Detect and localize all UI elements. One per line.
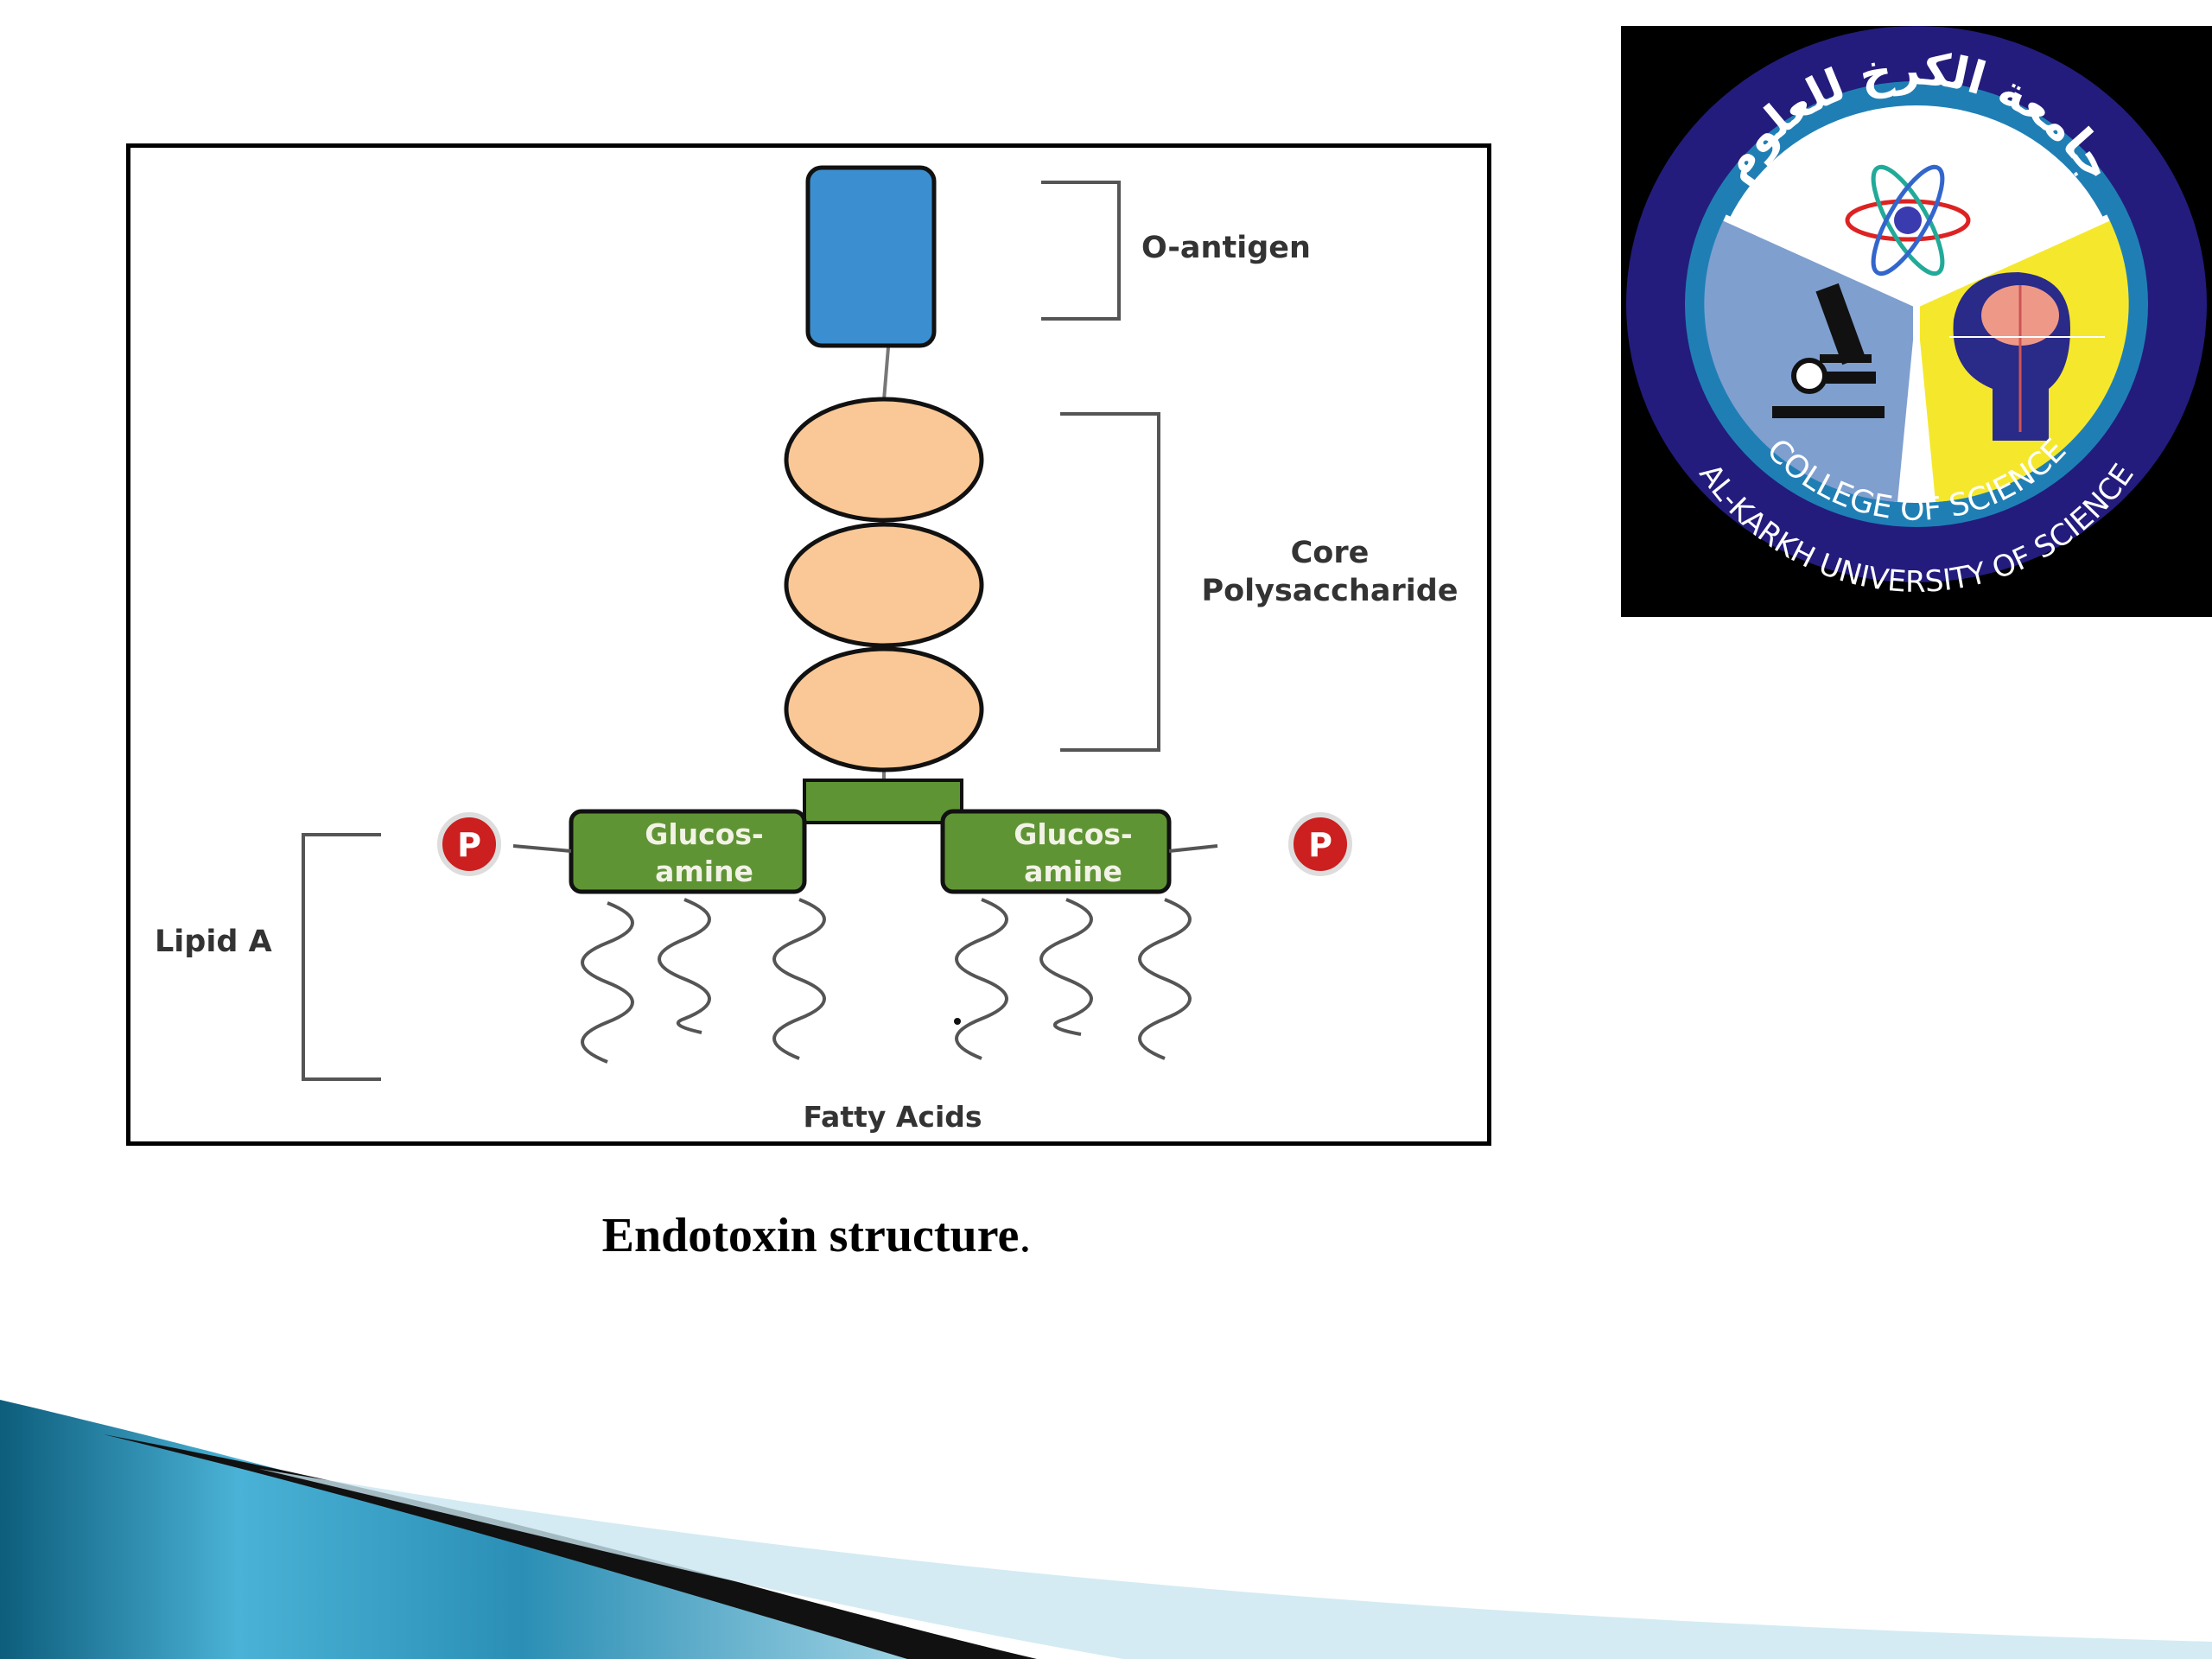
- glucosamine-left-label-line1: Glucos-: [645, 817, 763, 851]
- phosphate-left-bond: [512, 844, 572, 853]
- fatty-acid-chain-4: [955, 898, 1008, 1060]
- glucosamine-left: [569, 809, 807, 894]
- bottom-decorative-swoosh: [0, 1400, 2212, 1659]
- fatty-acid-chain-1: [581, 901, 634, 1064]
- o-antigen-bracket: [1041, 181, 1121, 321]
- phosphate-right: [1288, 812, 1352, 876]
- core-bracket: [1060, 412, 1160, 752]
- o-antigen-block: [805, 165, 937, 348]
- glucosamine-linker: [803, 779, 963, 824]
- phosphate-left-label: P: [457, 826, 481, 864]
- diagram-frame: O-antigen Core Polysaccharide Glucos- am…: [126, 143, 1491, 1146]
- microscope-icon: [1772, 283, 1885, 418]
- o-antigen-label: O-antigen: [1141, 231, 1311, 265]
- glucosamine-right-label-line2: amine: [1024, 855, 1122, 888]
- phosphate-right-label: P: [1308, 826, 1332, 864]
- college-seal: جامعة الكرخ للعلوم كلية العلوم COLLEGE O…: [1626, 26, 2207, 600]
- glucosamine-right: [940, 809, 1172, 894]
- endotoxin-diagram: O-antigen Core Polysaccharide Glucos- am…: [155, 165, 1459, 1134]
- dot-mark: [954, 1018, 961, 1025]
- caption-title: Endotoxin structure: [601, 1209, 1020, 1262]
- core-sugar-1: [784, 397, 984, 523]
- fatty-acid-chain-5: [1039, 898, 1093, 1036]
- fatty-acid-chain-3: [772, 898, 826, 1060]
- lipid-a-bracket: [302, 833, 381, 1081]
- fatty-acid-chain-2: [658, 898, 711, 1034]
- college-logo: جامعة الكرخ للعلوم كلية العلوم COLLEGE O…: [1621, 26, 2212, 617]
- glucosamine-right-label-line1: Glucos-: [1014, 817, 1132, 851]
- phosphate-left: [437, 812, 501, 876]
- lipid-a-label: Lipid A: [155, 925, 272, 959]
- figure-caption: Endotoxin structure.: [0, 1208, 1633, 1263]
- fatty-acids-label: Fatty Acids: [803, 1100, 982, 1134]
- phosphate-right-bond: [1168, 844, 1218, 853]
- fatty-acid-chain-6: [1138, 898, 1192, 1060]
- atom-icon: [1845, 164, 1971, 276]
- core-label-line1: Core: [1291, 536, 1370, 570]
- connector-oantigen-core: [882, 346, 890, 401]
- brain-head-icon: [1949, 272, 2105, 441]
- caption-period: .: [1019, 1209, 1032, 1262]
- glucosamine-left-label-line2: amine: [655, 855, 753, 888]
- core-label-line2: Polysaccharide: [1201, 574, 1458, 608]
- core-sugar-3: [784, 646, 984, 772]
- core-sugar-2: [784, 522, 984, 648]
